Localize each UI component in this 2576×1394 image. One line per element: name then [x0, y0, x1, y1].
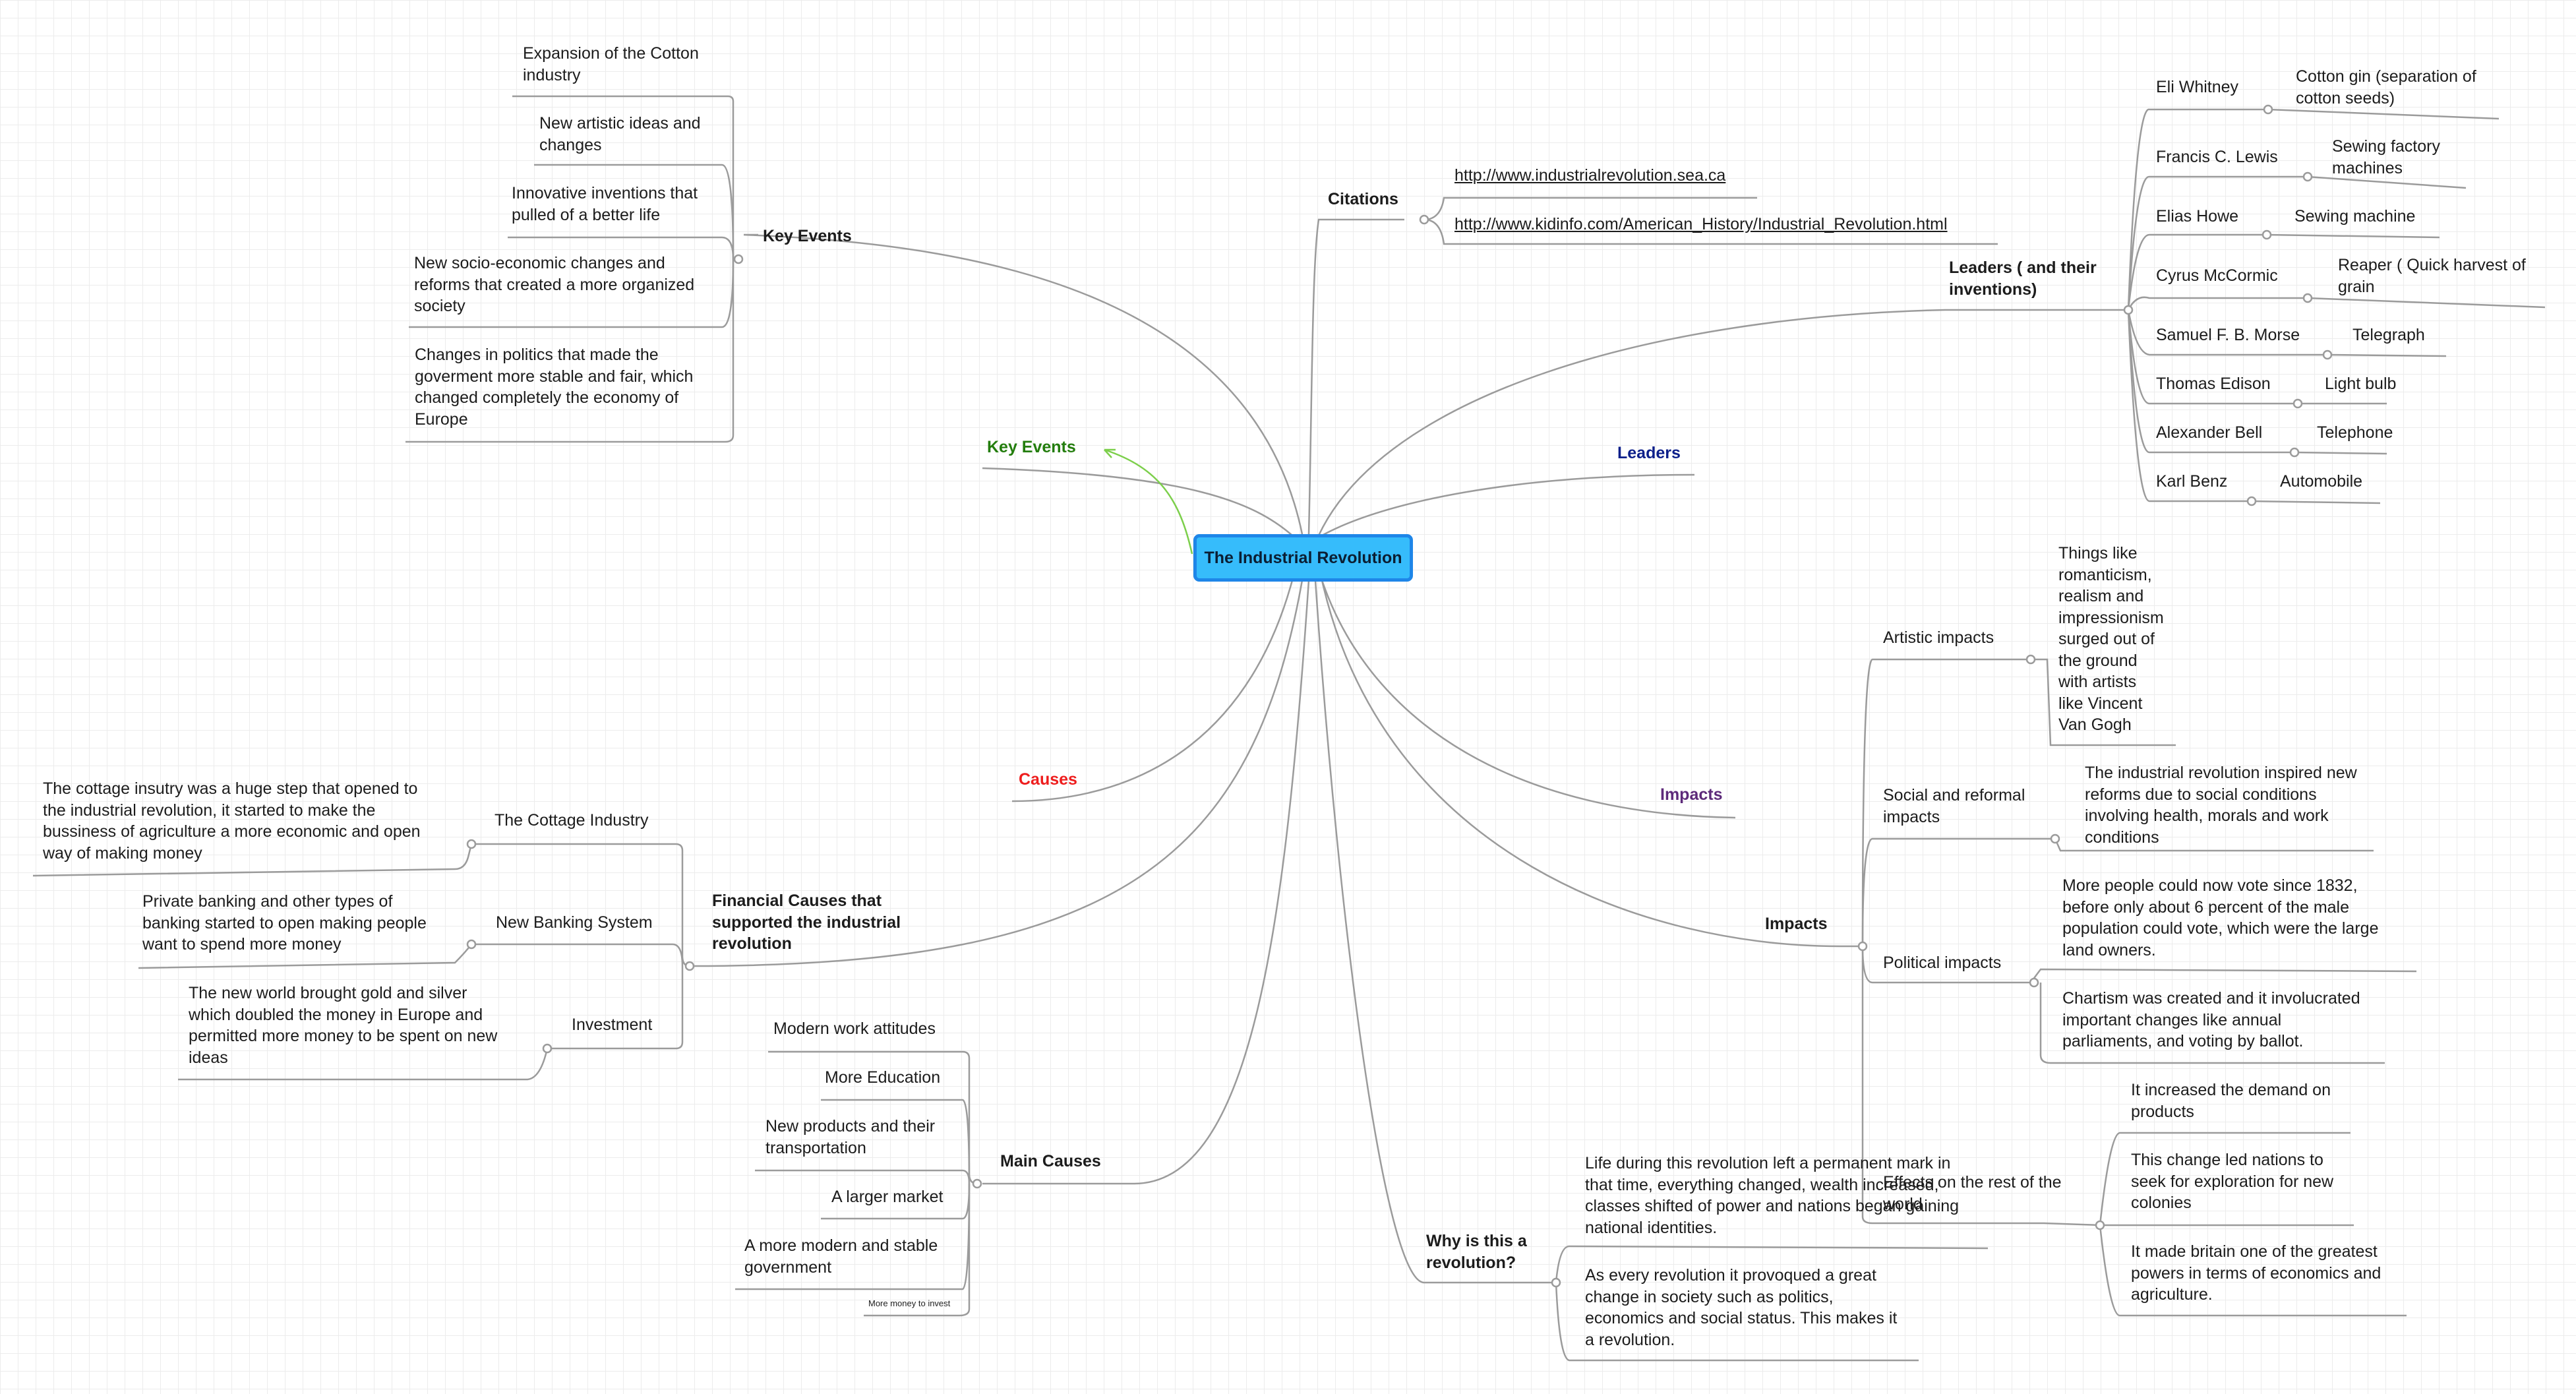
- main-cause-item[interactable]: More money to invest: [868, 1298, 951, 1308]
- leader-name[interactable]: Cyrus McCormic: [2156, 266, 2278, 285]
- branch-leaders: [1317, 309, 2126, 536]
- impact-detail[interactable]: Chartism was created and it involucrated…: [2062, 989, 2360, 1050]
- leader-invention[interactable]: Sewing machine: [2294, 207, 2416, 226]
- key-event-item[interactable]: New socio-economic changes and reforms t…: [414, 254, 695, 315]
- impact-detail[interactable]: More people could now vote since 1832, b…: [2062, 876, 2379, 959]
- branch-why: [1314, 580, 1556, 1284]
- branch-float-leaders: [1321, 473, 1695, 537]
- leader-name[interactable]: Francis C. Lewis: [2156, 148, 2278, 166]
- impact-category-world[interactable]: Effects on the rest of the world: [1883, 1173, 2062, 1213]
- why-revolution-detail[interactable]: As every revolution it provoqued a great…: [1585, 1266, 1898, 1349]
- leader-invention[interactable]: Telephone: [2317, 423, 2393, 442]
- citation-link[interactable]: http://www.industrialrevolution.sea.ca: [1454, 166, 1726, 185]
- leader-name[interactable]: Samuel F. B. Morse: [2156, 326, 2300, 344]
- leader-name[interactable]: Thomas Edison: [2156, 375, 2271, 393]
- branch-citations: [1307, 218, 1404, 535]
- leader-invention[interactable]: Reaper ( Quick harvest of grain: [2338, 256, 2526, 296]
- impact-detail[interactable]: Things like romanticism, realism and imp…: [2058, 544, 2164, 734]
- impact-detail[interactable]: The industrial revolution inspired new r…: [2085, 764, 2357, 847]
- green-relation-arrow: [1104, 448, 1193, 555]
- leader-invention[interactable]: Cotton gin (separation of cotton seeds): [2296, 67, 2476, 107]
- floating-topic-leaders[interactable]: Leaders: [1617, 444, 1681, 462]
- financial-cause-label[interactable]: Investment: [572, 1015, 653, 1034]
- leaders-topic[interactable]: Leaders ( and their inventions): [1949, 258, 2097, 299]
- main-cause-item[interactable]: Modern work attitudes: [773, 1019, 936, 1038]
- branch-key-events: [743, 233, 1303, 535]
- citations-topic[interactable]: Citations: [1328, 190, 1398, 208]
- leader-name[interactable]: Alexander Bell: [2156, 423, 2263, 442]
- leader-invention[interactable]: Sewing factory machines: [2332, 137, 2440, 177]
- leader-name[interactable]: Eli Whitney: [2156, 78, 2239, 96]
- leader-invention[interactable]: Telegraph: [2352, 326, 2425, 344]
- leader-name[interactable]: Elias Howe: [2156, 207, 2239, 226]
- floating-topic-key-events[interactable]: Key Events: [987, 438, 1076, 456]
- branch-float-key: [982, 467, 1293, 536]
- impact-category-political[interactable]: Political impacts: [1883, 954, 2002, 972]
- floating-topic-impacts[interactable]: Impacts: [1660, 785, 1723, 804]
- impact-category-social[interactable]: Social and reformal impacts: [1883, 786, 2025, 826]
- why-revolution-topic[interactable]: Why is this a revolution?: [1426, 1232, 1527, 1272]
- key-event-item[interactable]: Innovative inventions that pulled of a b…: [512, 184, 698, 224]
- financial-causes-topic[interactable]: Financial Causes that supported the indu…: [712, 892, 901, 953]
- leader-invention[interactable]: Automobile: [2280, 472, 2363, 491]
- branch-financial: [692, 580, 1303, 967]
- key-event-item[interactable]: Expansion of the Cotton industry: [523, 44, 699, 84]
- leader-invention[interactable]: Light bulb: [2325, 375, 2397, 393]
- leader-name[interactable]: Karl Benz: [2156, 472, 2228, 491]
- impact-detail[interactable]: This change led nations to seek for expl…: [2131, 1151, 2334, 1212]
- main-cause-item[interactable]: A larger market: [831, 1188, 944, 1206]
- branch-impacts: [1321, 580, 1859, 948]
- branch-float-causes: [1011, 580, 1294, 803]
- financial-cause-label[interactable]: New Banking System: [496, 913, 653, 932]
- key-event-item[interactable]: New artistic ideas and changes: [539, 114, 701, 154]
- main-cause-item[interactable]: New products and their transportation: [765, 1117, 936, 1157]
- financial-cause-detail[interactable]: The new world brought gold and silver wh…: [189, 984, 498, 1067]
- financial-cause-detail[interactable]: Private banking and other types of banki…: [142, 892, 427, 954]
- branch-main-causes: [982, 580, 1310, 1185]
- branch-float-impacts: [1321, 580, 1736, 819]
- floating-topic-causes[interactable]: Causes: [1019, 770, 1077, 789]
- central-topic[interactable]: The Industrial Revolution: [1193, 534, 1413, 582]
- financial-cause-detail[interactable]: The cottage insutry was a huge step that…: [43, 779, 421, 863]
- impact-detail[interactable]: It increased the demand on products: [2131, 1081, 2331, 1121]
- main-cause-item[interactable]: More Education: [825, 1068, 941, 1087]
- key-event-item[interactable]: Changes in politics that made the goverm…: [415, 346, 694, 429]
- key-events-topic[interactable]: Key Events: [763, 227, 852, 245]
- financial-cause-label[interactable]: The Cottage Industry: [494, 811, 649, 830]
- why-revolution-detail[interactable]: Life during this revolution left a perma…: [1585, 1154, 1960, 1237]
- citation-link[interactable]: http://www.kidinfo.com/American_History/…: [1454, 215, 1948, 233]
- main-causes-topic[interactable]: Main Causes: [1000, 1152, 1101, 1170]
- impact-detail[interactable]: It made britain one of the greatest powe…: [2131, 1242, 2381, 1304]
- main-cause-item[interactable]: A more modern and stable government: [744, 1236, 938, 1277]
- impact-category-artistic[interactable]: Artistic impacts: [1883, 628, 1994, 647]
- impacts-topic[interactable]: Impacts: [1765, 915, 1828, 933]
